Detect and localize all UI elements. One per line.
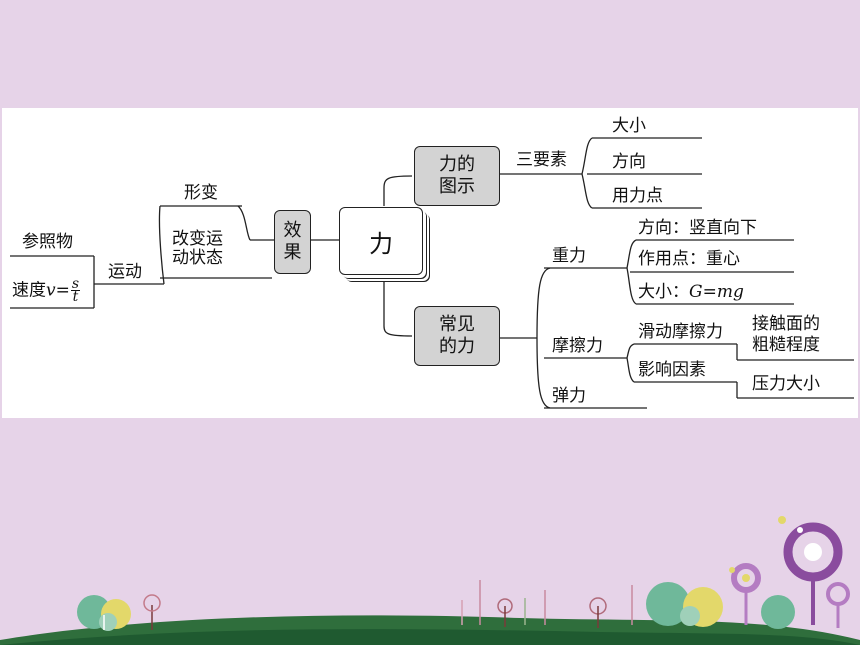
speed-prefix: 速度 bbox=[12, 280, 46, 301]
gravity-direction: 方向：竖直向下 bbox=[638, 218, 757, 238]
deform-label: 形变 bbox=[184, 183, 218, 203]
sliding-friction-label: 滑动摩擦力 bbox=[638, 322, 723, 342]
gravity-label: 重力 bbox=[552, 246, 586, 266]
common-forces-box: 常见 的力 bbox=[414, 306, 500, 366]
speed-numerator: s bbox=[70, 276, 81, 292]
pressure-label: 压力大小 bbox=[752, 374, 820, 394]
element-size: 大小 bbox=[612, 116, 646, 136]
elastic-force-label: 弹力 bbox=[552, 386, 586, 406]
speed-var: v bbox=[46, 280, 56, 301]
change-motion-label: 改变运 动状态 bbox=[172, 229, 223, 268]
friction-label: 摩擦力 bbox=[552, 336, 603, 356]
element-point: 用力点 bbox=[612, 186, 663, 206]
gravity-size-formula: G=mg bbox=[689, 282, 744, 302]
reference-label: 参照物 bbox=[22, 232, 73, 252]
effect-box: 效 果 bbox=[274, 210, 311, 274]
circle-ornaments bbox=[729, 516, 850, 628]
three-elements-label: 三要素 bbox=[516, 150, 567, 170]
gravity-size-prefix: 大小： bbox=[638, 282, 689, 302]
speed-denominator: t bbox=[72, 289, 79, 305]
factors-label: 影响因素 bbox=[638, 360, 706, 380]
tree-cluster-left bbox=[77, 594, 161, 631]
diagram-box: 力的 图示 bbox=[414, 146, 500, 206]
tree-cluster-right bbox=[646, 582, 795, 629]
gravity-point: 作用点：重心 bbox=[638, 249, 740, 269]
reeds bbox=[461, 580, 633, 628]
surface-roughness-label: 接触面的 粗糙程度 bbox=[752, 314, 820, 355]
element-direction: 方向 bbox=[612, 152, 646, 172]
gravity-size: 大小：G=mg bbox=[638, 282, 744, 302]
center-box-force: 力 bbox=[339, 207, 423, 275]
speed-eq: = bbox=[55, 280, 70, 301]
connector-lines bbox=[10, 137, 854, 409]
motion-label: 运动 bbox=[108, 262, 142, 282]
